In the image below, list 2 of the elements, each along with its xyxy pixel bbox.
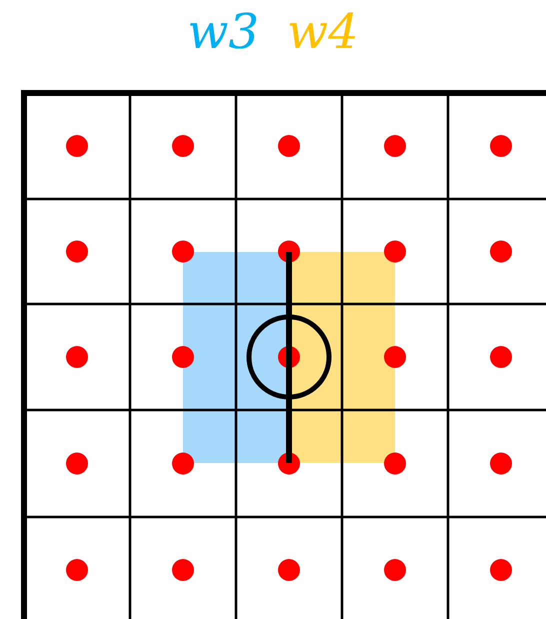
variable-label: w3 [187,4,259,60]
variable-label: w4 [287,4,359,60]
